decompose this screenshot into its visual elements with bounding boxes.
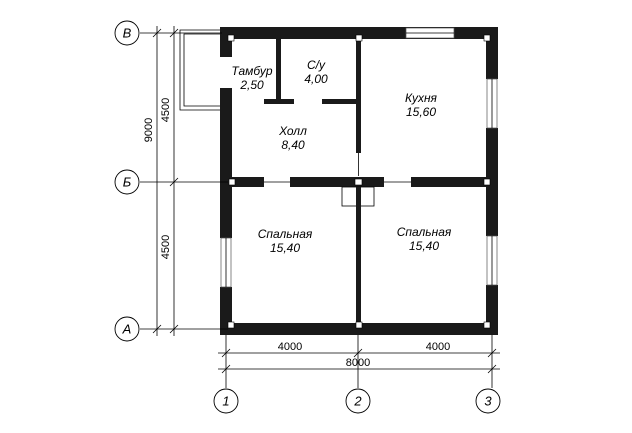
dim-total-width: 8000 <box>346 357 370 369</box>
room-hall-area: 8,40 <box>281 138 305 152</box>
room-bedroom-left-name: Спальная <box>258 227 313 241</box>
horizontal-axes: В Б А <box>114 20 228 342</box>
room-kitchen-name: Кухня <box>405 91 438 105</box>
entrance-porch <box>179 29 220 111</box>
interior-walls <box>228 39 491 323</box>
horizontal-dimensions: 4000 4000 8000 <box>218 335 500 388</box>
vertical-axes: 1 2 3 <box>213 388 501 414</box>
axis-bubble-1 <box>213 388 239 414</box>
axis-label-a: А <box>122 322 132 337</box>
axis-bubble-v <box>114 20 140 46</box>
axis-label-2: 2 <box>353 394 362 409</box>
wall-b-right <box>411 177 486 187</box>
room-bedroom-right-area: 15,40 <box>409 239 439 253</box>
room-bedroom-left-area: 15,40 <box>270 241 300 255</box>
axis-bubble-a <box>114 316 140 342</box>
wall-b-left <box>232 177 264 187</box>
left-wall-top <box>220 27 232 57</box>
axis-bubble-b <box>114 169 140 195</box>
room-kitchen-area: 15,60 <box>406 105 436 119</box>
axis-label-v: В <box>123 26 132 41</box>
dim-lower-height: 4500 <box>160 235 172 259</box>
axis-label-b: Б <box>123 175 132 190</box>
exterior-walls <box>220 27 498 335</box>
axis-label-3: 3 <box>484 394 492 409</box>
windows <box>220 27 498 288</box>
wall-b-center <box>290 177 384 187</box>
right-wall-mid <box>486 128 498 236</box>
room-wc-name: С/у <box>307 58 326 72</box>
wall-vestibule-wc <box>276 39 281 101</box>
wall-vestibule-stub <box>264 99 294 104</box>
dim-upper-height: 4500 <box>160 98 172 122</box>
wall-center-upper <box>356 39 361 153</box>
dim-right-width: 4000 <box>426 341 450 353</box>
column-markers <box>227 34 491 329</box>
bottom-wall <box>220 323 498 335</box>
vertical-dimensions: 9000 4500 4500 <box>143 26 179 336</box>
axis-bubble-2 <box>345 388 371 414</box>
room-hall-name: Холл <box>278 124 307 138</box>
axis-label-1: 1 <box>222 394 229 409</box>
room-wc-area: 4,00 <box>304 72 328 86</box>
room-vestibule-area: 2,50 <box>239 78 264 92</box>
wall-wc-bottom <box>322 99 358 104</box>
room-vestibule-name: Тамбур <box>231 64 272 78</box>
room-labels: Тамбур 2,50 С/у 4,00 Кухня 15,60 Холл 8,… <box>231 58 451 255</box>
room-bedroom-right-name: Спальная <box>397 225 452 239</box>
wall-center-lower <box>356 187 361 323</box>
left-wall-mid <box>220 88 232 238</box>
dim-left-width: 4000 <box>278 341 302 353</box>
dim-total-height: 9000 <box>143 118 155 142</box>
axis-bubble-3 <box>475 388 501 414</box>
